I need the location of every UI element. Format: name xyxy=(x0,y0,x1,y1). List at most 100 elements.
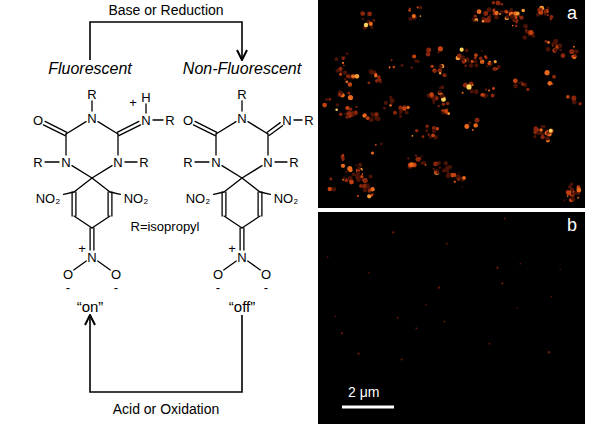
fluorescent-spot xyxy=(401,358,403,360)
fluorescent-spot xyxy=(516,21,518,23)
fluorescent-spot xyxy=(325,98,328,101)
fluorescent-spot xyxy=(358,163,362,167)
fluorescent-spot xyxy=(399,109,403,113)
node-text: “off” xyxy=(229,298,255,315)
fluorescent-spot xyxy=(487,62,490,65)
bond-line xyxy=(261,192,262,216)
fluorescent-spot xyxy=(571,188,574,191)
fluorescent-spot xyxy=(409,162,413,166)
fluorescent-spot xyxy=(539,8,543,12)
atom-label: N xyxy=(237,251,246,264)
atom-label: - xyxy=(216,281,220,294)
fluorescent-spot xyxy=(545,40,548,43)
bond-line xyxy=(225,192,226,216)
node-heading: a xyxy=(567,3,577,24)
fluorescent-spot xyxy=(343,70,347,74)
fluorescent-spot xyxy=(525,29,527,31)
fluorescent-spot xyxy=(489,343,491,345)
scale-bar xyxy=(342,406,394,409)
fluorescent-spot xyxy=(484,55,486,57)
fluorescent-spot xyxy=(342,154,344,156)
fluorescent-spot xyxy=(440,64,444,68)
fluorescent-spot xyxy=(355,106,357,108)
fluorescent-spot xyxy=(345,170,348,173)
fluorescent-spot xyxy=(408,9,411,12)
atom-label: - xyxy=(114,281,118,294)
fluorescent-spot xyxy=(505,15,509,19)
fluorescent-spot xyxy=(457,53,462,58)
fluorescent-spot xyxy=(329,178,332,181)
fluorescent-spot xyxy=(362,178,364,180)
fluorescent-spot xyxy=(567,195,569,197)
fluorescent-spot xyxy=(552,44,554,46)
bond-line xyxy=(242,166,262,178)
bond-line xyxy=(74,178,92,192)
fluorescent-spot xyxy=(416,157,421,162)
fluorescent-spot xyxy=(437,51,440,54)
fluorescent-spot xyxy=(363,188,368,193)
atom-label: O xyxy=(261,268,271,281)
fluorescent-spot xyxy=(439,72,441,74)
fluorescent-spot xyxy=(516,12,520,16)
fluorescent-spot xyxy=(369,117,374,122)
fluorescent-spot xyxy=(512,25,514,27)
atom-label: R xyxy=(87,88,96,101)
fluorescent-spot xyxy=(496,68,498,70)
fluorescent-spot xyxy=(411,67,413,69)
fluorescent-spot xyxy=(369,69,374,74)
fluorescent-spot xyxy=(491,93,495,97)
fluorescent-spot xyxy=(346,109,348,111)
fluorescent-spot xyxy=(347,111,352,116)
fluorescent-spot xyxy=(558,43,563,48)
fluorescent-spot xyxy=(408,162,413,167)
fluorescent-spot xyxy=(437,68,441,72)
atom-label: + xyxy=(129,96,137,109)
fluorescent-spot xyxy=(360,11,365,16)
fluorescent-spot xyxy=(489,16,492,19)
fluorescent-spot xyxy=(375,144,377,146)
fluorescent-spot xyxy=(348,82,352,86)
bond-line xyxy=(248,261,261,270)
fluorescent-spot xyxy=(550,15,554,19)
fluorescent-spot xyxy=(425,164,427,166)
fluorescent-spot xyxy=(578,102,581,105)
fluorescent-spot xyxy=(574,54,577,57)
fluorescent-spot xyxy=(539,128,543,132)
fluorescent-spot xyxy=(551,296,552,297)
fluorescent-spot xyxy=(346,116,349,119)
fluorescent-spot xyxy=(492,1,496,5)
fluorescent-spot xyxy=(438,166,441,169)
bond-line xyxy=(193,125,215,136)
fluorescent-spot xyxy=(471,60,474,63)
fluorescent-spot xyxy=(332,187,336,191)
fluorescent-spot xyxy=(566,95,570,99)
fluorescent-spot xyxy=(336,103,339,106)
fluorescent-spot xyxy=(420,15,422,17)
fluorescent-spot xyxy=(444,161,448,165)
reaction-condition: Base or Reduction xyxy=(105,3,226,18)
bond-line xyxy=(267,123,280,133)
fluorescent-spot xyxy=(461,186,463,188)
fluorescent-spot xyxy=(454,180,457,183)
fluorescent-spot xyxy=(349,180,354,185)
bond-line xyxy=(216,122,236,134)
bond-line xyxy=(222,166,242,178)
fluorescent-spot xyxy=(479,57,483,61)
fluorescent-spot xyxy=(362,173,364,175)
bond-line xyxy=(92,166,112,178)
fluorescent-spot xyxy=(426,125,429,128)
fluorescent-spot xyxy=(462,176,466,180)
atom-label: R xyxy=(237,88,246,101)
fluorescent-spot xyxy=(392,231,394,233)
fluorescent-spot xyxy=(569,49,574,54)
fluorescent-spot xyxy=(545,136,549,140)
fluorescent-spot xyxy=(496,1,501,6)
fluorescent-spot xyxy=(472,84,474,86)
fluorescent-spot xyxy=(477,9,482,14)
fluorescent-spot xyxy=(408,17,412,21)
fluorescent-spot xyxy=(483,11,488,16)
atom-label: N xyxy=(141,114,150,127)
fluorescent-spot xyxy=(577,192,579,194)
fluorescent-spot xyxy=(434,95,436,97)
